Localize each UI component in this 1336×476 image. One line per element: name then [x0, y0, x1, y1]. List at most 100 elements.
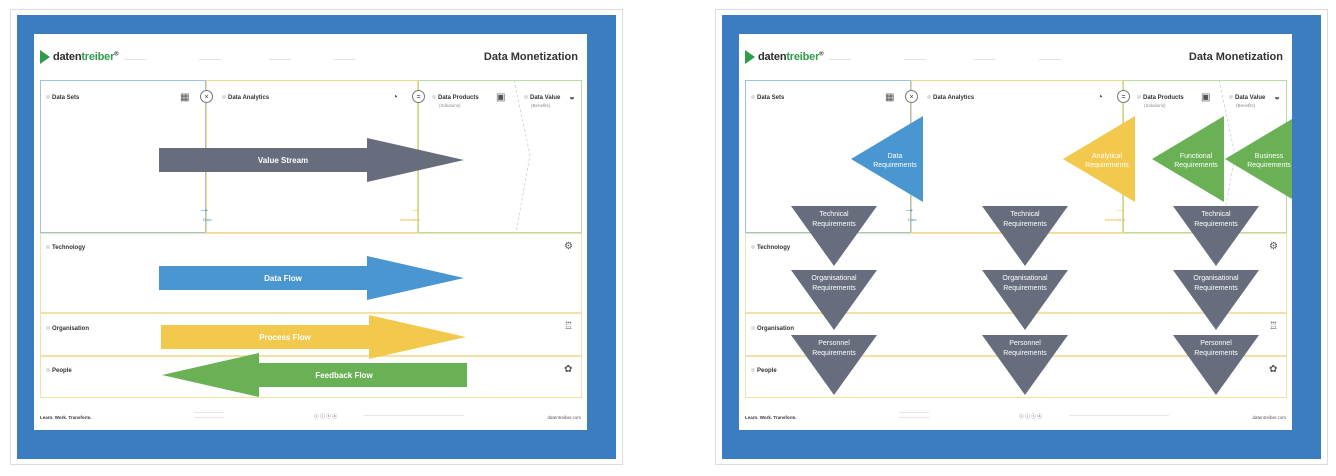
equals-operator: = — [1117, 90, 1130, 103]
technology-row — [40, 233, 582, 313]
meta-field-line — [829, 59, 851, 60]
process-flow-label: Process Flow — [259, 333, 311, 342]
data-value-sub: (Benefits) — [1236, 103, 1256, 108]
people-group-icon: ✿ — [564, 364, 573, 375]
gear-cloud-icon: ⚙ — [564, 241, 573, 252]
meta-field-line — [269, 59, 291, 60]
organisation-label: Organisation — [46, 326, 89, 332]
data-sets-label: Data Sets — [46, 95, 79, 101]
technical-requirements-label-1: Technical — [819, 211, 849, 218]
data-requirements-label-1: Data — [888, 153, 903, 160]
organisational-requirements-triangle: Organisational Requirements — [1173, 270, 1259, 330]
organisational-requirements-label-1: Organisational — [811, 275, 857, 282]
license-icons: ⓒⓘⓢⓐ — [314, 414, 339, 420]
data-products-label: Data Products — [1137, 95, 1184, 101]
personnel-requirements-triangle: Personnel Requirements — [1173, 335, 1259, 395]
data-flow-tag: Data — [203, 217, 212, 222]
people-group-icon: ✿ — [1269, 364, 1278, 375]
personnel-requirements-label-2: Requirements — [812, 350, 856, 357]
people-row — [40, 356, 582, 398]
footer-license-text — [364, 415, 464, 416]
meta-field-line — [1039, 59, 1061, 60]
people-label: People — [46, 368, 72, 374]
organisational-requirements-triangle: Organisational Requirements — [982, 270, 1068, 330]
technology-label: Technology — [751, 245, 790, 251]
feedback-flow-label: Feedback Flow — [315, 371, 373, 380]
datentreiber-logo: datentreiber® — [745, 50, 824, 64]
logo-arrow-icon — [745, 50, 755, 64]
data-requirements-triangle: Data Requirements — [851, 116, 923, 202]
information-flow-arrow-icon: → — [410, 203, 421, 215]
technical-requirements-triangle: Technical Requirements — [982, 206, 1068, 266]
people-label: People — [751, 368, 777, 374]
information-flow-arrow-icon: → — [1115, 203, 1126, 215]
multiply-operator: × — [905, 90, 918, 103]
database-icon: ▦ — [180, 92, 190, 103]
org-chart-icon: ♖ — [564, 321, 573, 332]
footer-website[interactable]: datentreiber.com — [547, 415, 581, 420]
footer-slogan: Learn. Work. Transform. — [745, 415, 797, 420]
technical-requirements-label-2: Requirements — [1003, 221, 1047, 228]
footer-website[interactable]: datentreiber.com — [1252, 415, 1286, 420]
personnel-requirements-label-2: Requirements — [1194, 350, 1238, 357]
data-value-label: Data Value — [524, 95, 560, 101]
data-flow-tag: Data — [908, 217, 917, 222]
personnel-requirements-label-1: Personnel — [1009, 340, 1041, 347]
database-icon: ▦ — [885, 92, 895, 103]
information-flow-tag: Information — [1105, 217, 1126, 222]
data-products-sub: (Solutions) — [439, 103, 461, 108]
data-flow-arrow-icon: → — [904, 203, 915, 215]
technology-label: Technology — [46, 245, 85, 251]
left-canvas-panel: datentreiber® Data Monetization Data Set… — [10, 9, 623, 465]
footer-info-line — [899, 417, 929, 418]
organisational-requirements-label-1: Organisational — [1002, 275, 1048, 282]
data-products-label: Data Products — [432, 95, 479, 101]
data-sets-label: Data Sets — [751, 95, 784, 101]
organisation-row — [40, 313, 582, 356]
business-requirements-label-1: Business — [1255, 153, 1284, 160]
technical-requirements-label-2: Requirements — [1194, 221, 1238, 228]
business-requirements-triangle: Business Requirements — [1225, 118, 1292, 200]
footer-info-line — [194, 417, 224, 418]
product-box-icon: ▣ — [496, 92, 506, 103]
analytical-requirements-label-1: Analytical — [1092, 153, 1122, 160]
analytical-requirements-triangle: Analytical Requirements — [1063, 116, 1135, 202]
data-flow-arrow-icon: → — [199, 203, 210, 215]
technical-requirements-label-1: Technical — [1010, 211, 1040, 218]
value-stream-label: Value Stream — [258, 156, 308, 165]
functional-requirements-label-1: Functional — [1180, 153, 1213, 160]
technical-requirements-label-2: Requirements — [812, 221, 856, 228]
organisational-requirements-triangle: Organisational Requirements — [791, 270, 877, 330]
information-flow-tag: Information — [400, 217, 421, 222]
equals-operator: = — [412, 90, 425, 103]
footer-license-text — [1069, 415, 1169, 416]
logo-arrow-icon — [40, 50, 50, 64]
functional-requirements-label-2: Requirements — [1174, 162, 1218, 169]
data-flow-arrow: Data Flow — [159, 256, 464, 300]
gear-cloud-icon: ⚙ — [1269, 241, 1278, 252]
footer-slogan: Learn. Work. Transform. — [40, 415, 92, 420]
business-requirements-label-2: Requirements — [1247, 162, 1291, 169]
organisational-requirements-label-2: Requirements — [1003, 285, 1047, 292]
data-value-sub: (Benefits) — [531, 103, 551, 108]
gauge-icon: ◒ — [569, 92, 576, 103]
personnel-requirements-triangle: Personnel Requirements — [982, 335, 1068, 395]
footer-info-line — [899, 412, 929, 413]
process-flow-arrow: Process Flow — [161, 315, 466, 359]
personnel-requirements-label-1: Personnel — [818, 340, 850, 347]
technical-requirements-triangle: Technical Requirements — [1173, 206, 1259, 266]
organisation-label: Organisation — [751, 326, 794, 332]
data-value-label: Data Value — [1229, 95, 1265, 101]
document-title: Data Monetization — [483, 51, 578, 63]
organisational-requirements-label-2: Requirements — [1194, 285, 1238, 292]
product-box-icon: ▣ — [1201, 92, 1211, 103]
right-canvas-panel: datentreiber® Data Monetization Data Set… — [715, 9, 1328, 465]
canvas-sheet: datentreiber® Data Monetization Data Set… — [739, 34, 1292, 430]
org-chart-icon: ♖ — [1269, 321, 1278, 332]
technical-requirements-triangle: Technical Requirements — [791, 206, 877, 266]
data-requirements-label-2: Requirements — [873, 162, 917, 169]
personnel-requirements-label-2: Requirements — [1003, 350, 1047, 357]
meta-field-line — [199, 59, 221, 60]
technical-requirements-label-1: Technical — [1201, 211, 1231, 218]
personnel-requirements-triangle: Personnel Requirements — [791, 335, 877, 395]
